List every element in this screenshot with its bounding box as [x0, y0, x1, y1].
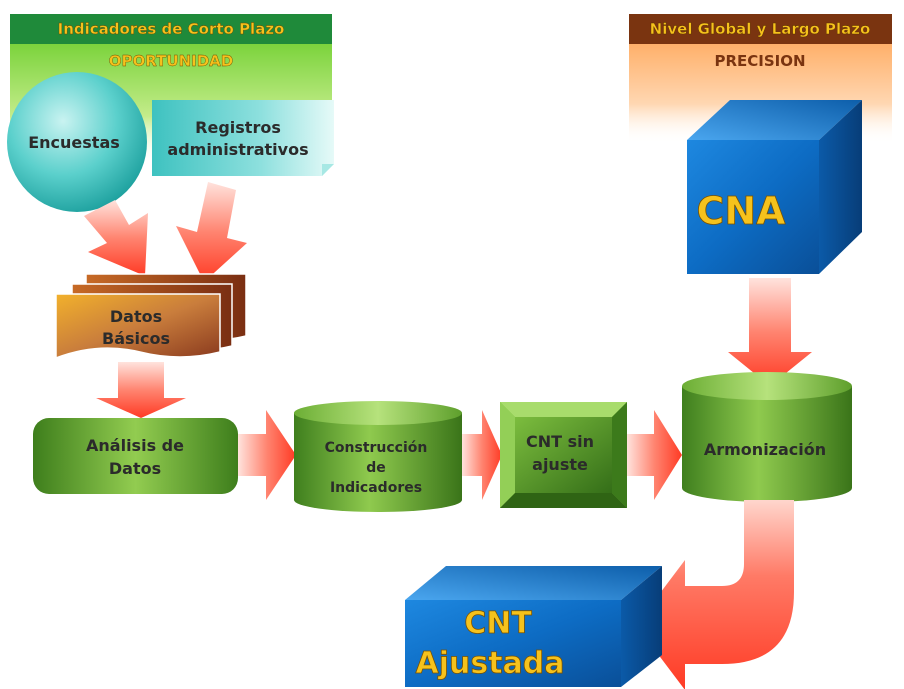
construccion-label-line2: de: [366, 460, 386, 476]
right-header-title: Nivel Global y Largo Plazo: [650, 20, 871, 38]
arrow-cnt-sin-ajuste-to-armonizacion: [627, 410, 682, 500]
registros-label-line1: Registros: [195, 118, 281, 137]
construccion-cylinder-body: [294, 413, 462, 512]
construccion-label-line3: Indicadores: [330, 480, 422, 496]
registros-box: [152, 100, 334, 176]
cnt-ajustada-label-line1: CNT: [464, 606, 532, 641]
analisis-box: [33, 418, 238, 494]
arrow-armonizacion-to-cnt-ajustada: [636, 500, 794, 689]
left-header-bar: [10, 14, 332, 44]
registros-label-line2: administrativos: [167, 140, 308, 159]
arrow-construccion-to-cnt-sin-ajuste: [462, 410, 502, 500]
arrow-cna-to-armonizacion: [728, 278, 812, 386]
arrow-analisis-to-construccion: [238, 410, 296, 500]
cnt-sin-ajuste-bevel-right: [612, 402, 627, 508]
cnt-sin-ajuste-bevel-left: [500, 402, 515, 508]
analisis-label-line2: Datos: [109, 459, 161, 478]
cna-cube-top: [687, 100, 862, 140]
cnt-sin-ajuste-bevel-bottom: [500, 493, 627, 508]
cnt-ajustada-cube-top: [405, 566, 662, 600]
analisis-label-line1: Análisis de: [86, 436, 184, 455]
arrow-encuestas-to-datos: [84, 200, 148, 276]
right-header-subtitle: PRECISION: [714, 52, 805, 70]
right-header-bar: [629, 14, 892, 44]
encuestas-label: Encuestas: [28, 133, 120, 152]
registros-page-curl: [322, 164, 334, 176]
cnt-sin-ajuste-label-line2: ajuste: [532, 455, 588, 474]
construccion-cylinder-top: [294, 401, 462, 425]
armonizacion-label: Armonización: [704, 440, 826, 459]
cna-label: CNA: [696, 189, 786, 233]
armonizacion-cylinder-top: [682, 372, 852, 400]
left-header-subtitle: OPORTUNIDAD: [109, 52, 233, 70]
cnt-sin-ajuste-face: [515, 417, 612, 493]
cnt-ajustada-label-line2: Ajustada: [415, 646, 564, 681]
arrow-registros-to-datos: [176, 182, 247, 282]
cna-cube-front: [687, 140, 819, 274]
cnt-sin-ajuste-label-line1: CNT sin: [526, 432, 594, 451]
construccion-label-line1: Construcción: [325, 440, 428, 456]
cnt-sin-ajuste-bevel-top: [500, 402, 627, 417]
datos-doc-front: [55, 293, 221, 360]
cnt-ajustada-cube-side: [621, 566, 662, 687]
left-header-title: Indicadores de Corto Plazo: [58, 20, 285, 38]
arrow-datos-to-analisis: [96, 362, 186, 418]
cnt-ajustada-cube-front: [405, 600, 621, 687]
datos-label-line2: Básicos: [102, 329, 170, 348]
encuestas-circle: [7, 72, 147, 212]
datos-label-line1: Datos: [110, 307, 162, 326]
armonizacion-cylinder-body: [682, 386, 852, 502]
cna-cube-side: [819, 100, 862, 274]
